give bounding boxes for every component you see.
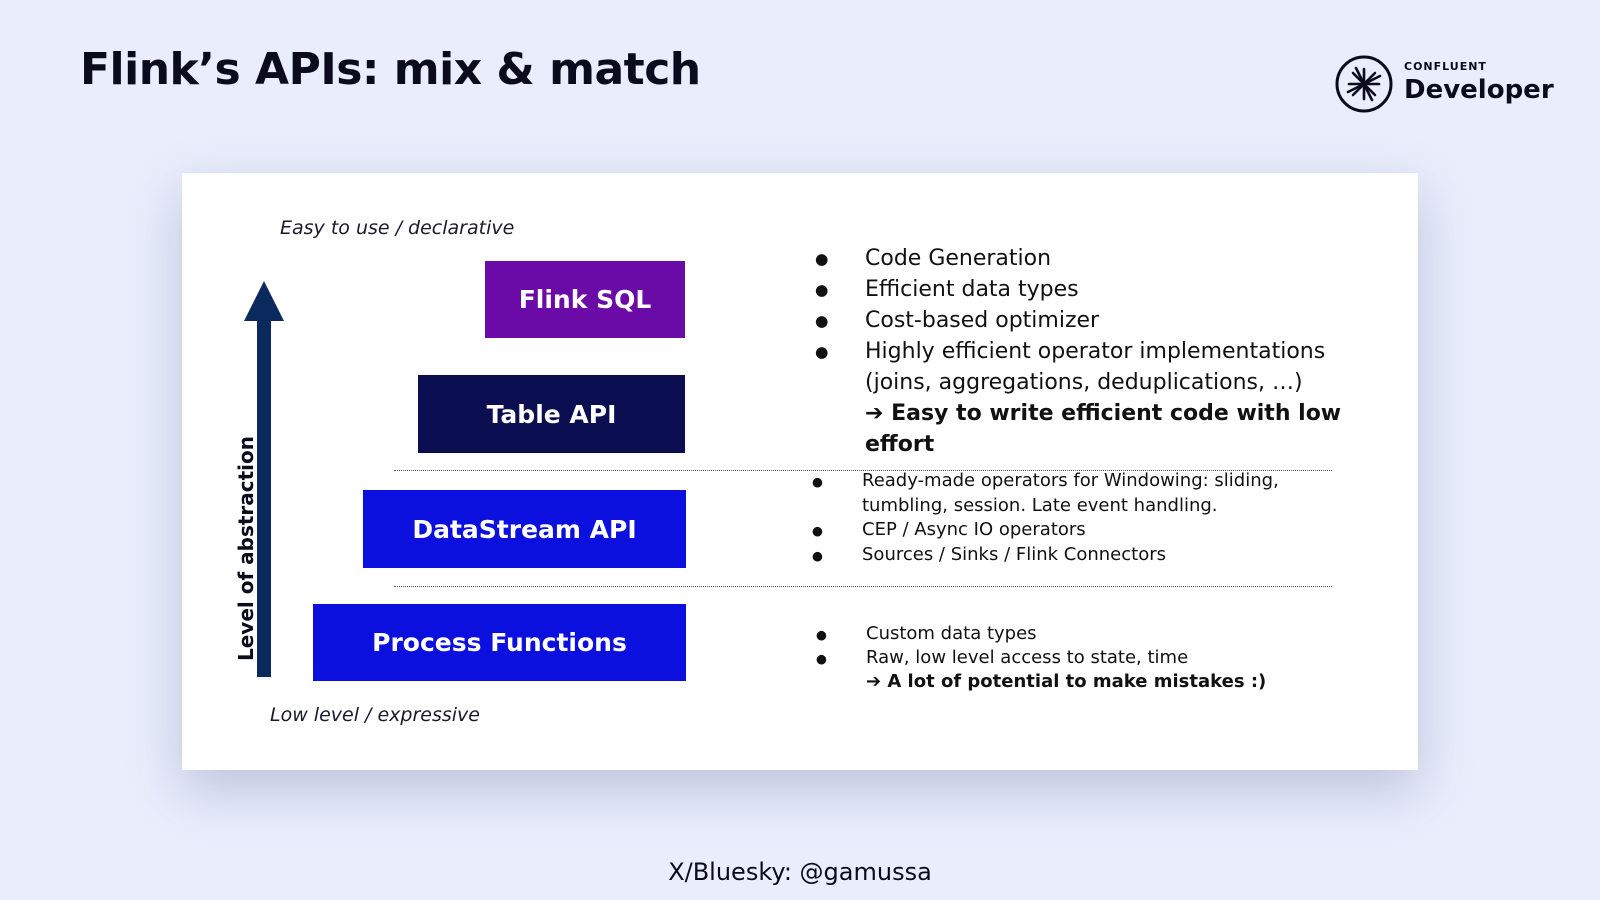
axis-bottom-label: Low level / expressive xyxy=(270,704,480,726)
list-item: Efficient data types xyxy=(815,274,1405,306)
list-item: Code Generation xyxy=(815,243,1405,275)
confluent-developer-logo: CONFLUENT Developer xyxy=(1334,54,1564,114)
logo-product-text: Developer xyxy=(1404,75,1554,105)
confluent-logo-icon xyxy=(1335,55,1393,113)
list-item: CEP / Async IO operators xyxy=(812,518,1342,543)
section-divider xyxy=(394,586,1332,587)
list-item-emphasis: ➔ Easy to write efficient code with low xyxy=(865,401,1342,426)
layer-datastream-api: DataStream API xyxy=(363,490,686,568)
list-item: Cost-based optimizer xyxy=(815,305,1405,337)
list-item: Raw, low level access to state, time xyxy=(816,646,1366,671)
sql-table-features-list: Code Generation Efficient data types Cos… xyxy=(815,243,1405,460)
list-item-emphasis: effort xyxy=(865,432,935,457)
footer-handle: X/Bluesky: @gamussa xyxy=(668,858,932,886)
list-item: Ready-made operators for Windowing: slid… xyxy=(812,469,1342,494)
list-item-continuation: (joins, aggregations, deduplications, …) xyxy=(865,370,1303,395)
api-stack-panel: Easy to use / declarative Level of abstr… xyxy=(182,173,1418,770)
list-item-continuation: tumbling, session. Late event handling. xyxy=(862,494,1218,516)
abstraction-arrow-icon xyxy=(244,281,284,677)
axis-top-label: Easy to use / declarative xyxy=(280,217,515,239)
list-item: Custom data types xyxy=(816,622,1366,647)
layer-table-api: Table API xyxy=(418,375,685,453)
datastream-features-list: Ready-made operators for Windowing: slid… xyxy=(812,469,1342,568)
list-item-emphasis: ➔ A lot of potential to make mistakes :) xyxy=(866,671,1267,692)
slide-title: Flink’s APIs: mix & match xyxy=(80,44,701,95)
axis-level-of-abstraction: Level of abstraction xyxy=(234,435,258,661)
list-item: Sources / Sinks / Flink Connectors xyxy=(812,543,1342,567)
layer-process-functions: Process Functions xyxy=(313,604,686,681)
process-functions-features-list: Custom data types Raw, low level access … xyxy=(816,622,1366,694)
list-item: Highly efficient operator implementation… xyxy=(815,336,1405,368)
layer-flink-sql: Flink SQL xyxy=(485,261,685,338)
logo-brand-text: CONFLUENT xyxy=(1404,60,1487,73)
